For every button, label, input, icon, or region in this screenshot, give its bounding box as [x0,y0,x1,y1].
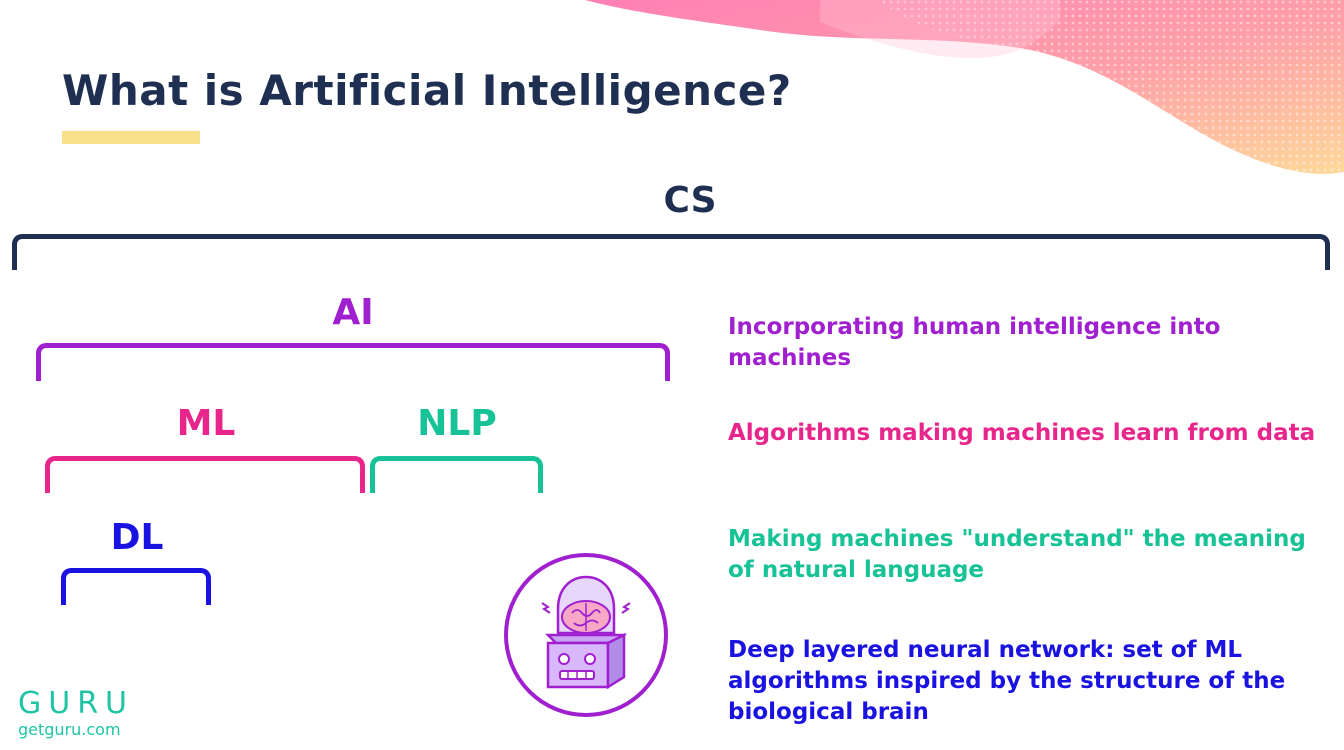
nlp-label: NLP [417,403,497,444]
nlp-description: Making machines "understand" the meaning… [728,526,1306,583]
cs-bracket [12,234,1330,270]
ai-description: Incorporating human intelligence into ma… [728,314,1221,371]
guru-logo-wordmark: GURU [18,686,135,721]
slide-title: What is Artificial Intelligence? [62,66,792,115]
ml-label: ML [176,403,236,444]
ai-bracket [36,343,670,381]
dl-bracket [61,568,211,605]
title-underline-accent [62,131,200,144]
ai-label: AI [332,292,374,333]
dl-description: Deep layered neural network: set of ML a… [728,637,1286,725]
nlp-bracket [370,456,543,493]
ml-description: Algorithms making machines learn from da… [728,420,1316,446]
robot-brain-icon [504,553,668,717]
guru-logo-url: getguru.com [18,720,121,739]
ml-bracket [45,456,365,493]
cs-label: CS [663,180,717,221]
dl-label: DL [110,517,164,558]
